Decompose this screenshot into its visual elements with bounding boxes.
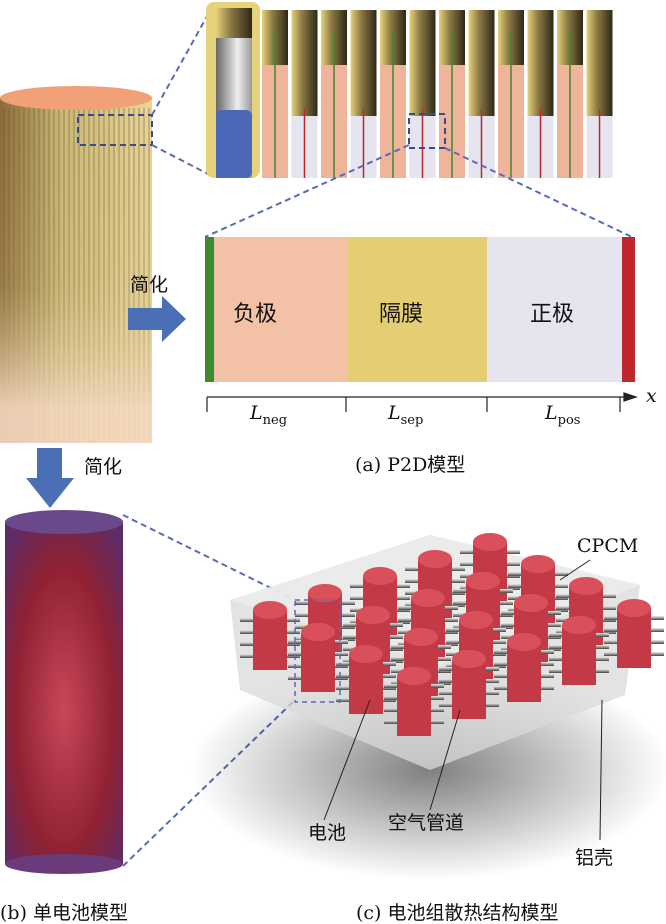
length-symbol: L: [545, 402, 558, 424]
single-cell-model: [5, 510, 123, 874]
caption-c: (c) 电池组散热结构模型: [356, 902, 559, 924]
battery-top: [514, 594, 548, 612]
battery-top: [466, 572, 500, 590]
battery-cylinder: [397, 676, 431, 736]
caption-a: (a) P2D模型: [355, 454, 466, 476]
length-subscript: sep: [400, 413, 424, 428]
x-axis-label: x: [646, 385, 657, 407]
x-axis: [206, 392, 638, 412]
battery-cylinder: [562, 625, 596, 685]
label-air-duct: 空气管道: [388, 812, 465, 834]
battery-top: [562, 616, 596, 634]
battery-top: [356, 606, 390, 624]
electrode-inset: [206, 2, 613, 178]
caption-b: (b) 单电池模型: [0, 902, 129, 924]
battery-top: [617, 599, 651, 617]
battery-cylinder: [507, 642, 541, 702]
battery-top: [569, 577, 603, 595]
battery-top: [507, 633, 541, 651]
length-symbol: L: [250, 402, 263, 424]
battery-top: [404, 628, 438, 646]
battery-top: [452, 650, 486, 668]
battery-top: [459, 611, 493, 629]
battery-cylinder: [253, 610, 287, 670]
battery-top: [308, 584, 342, 602]
region-label-separator: 隔膜: [379, 302, 424, 327]
battery-top: [418, 550, 452, 568]
battery-top: [473, 533, 507, 551]
battery-cylinder: [452, 659, 486, 719]
length-sep: Lsep: [388, 402, 423, 428]
battery-top: [521, 555, 555, 573]
length-pos: Lpos: [545, 402, 580, 428]
simplify-right-arrow: [128, 296, 186, 342]
simplify-right-label: 简化: [130, 274, 169, 296]
label-battery: 电池: [308, 822, 347, 844]
battery-cylinder: [349, 654, 383, 714]
label-cpcm: CPCM: [577, 535, 639, 557]
simplify-down-label: 简化: [84, 456, 123, 478]
battery-top: [363, 567, 397, 585]
battery-cylinder: [617, 608, 651, 668]
p2d-bar: [205, 237, 635, 382]
length-subscript: pos: [557, 413, 581, 428]
length-neg: Lneg: [250, 402, 287, 428]
region-label-negative: 负极: [233, 302, 278, 327]
battery-cylinder: [301, 632, 335, 692]
length-symbol: L: [388, 402, 401, 424]
length-subscript: neg: [262, 413, 288, 428]
battery-top: [253, 601, 287, 619]
label-shell: 铝壳: [575, 847, 614, 869]
simplify-down-arrow: [26, 448, 74, 508]
battery-top: [397, 667, 431, 685]
battery-top: [411, 589, 445, 607]
battery-pack-model: [190, 533, 666, 880]
battery-top: [349, 645, 383, 663]
jellyroll-cell: [0, 86, 152, 443]
battery-top: [301, 623, 335, 641]
region-label-positive: 正极: [530, 302, 575, 327]
